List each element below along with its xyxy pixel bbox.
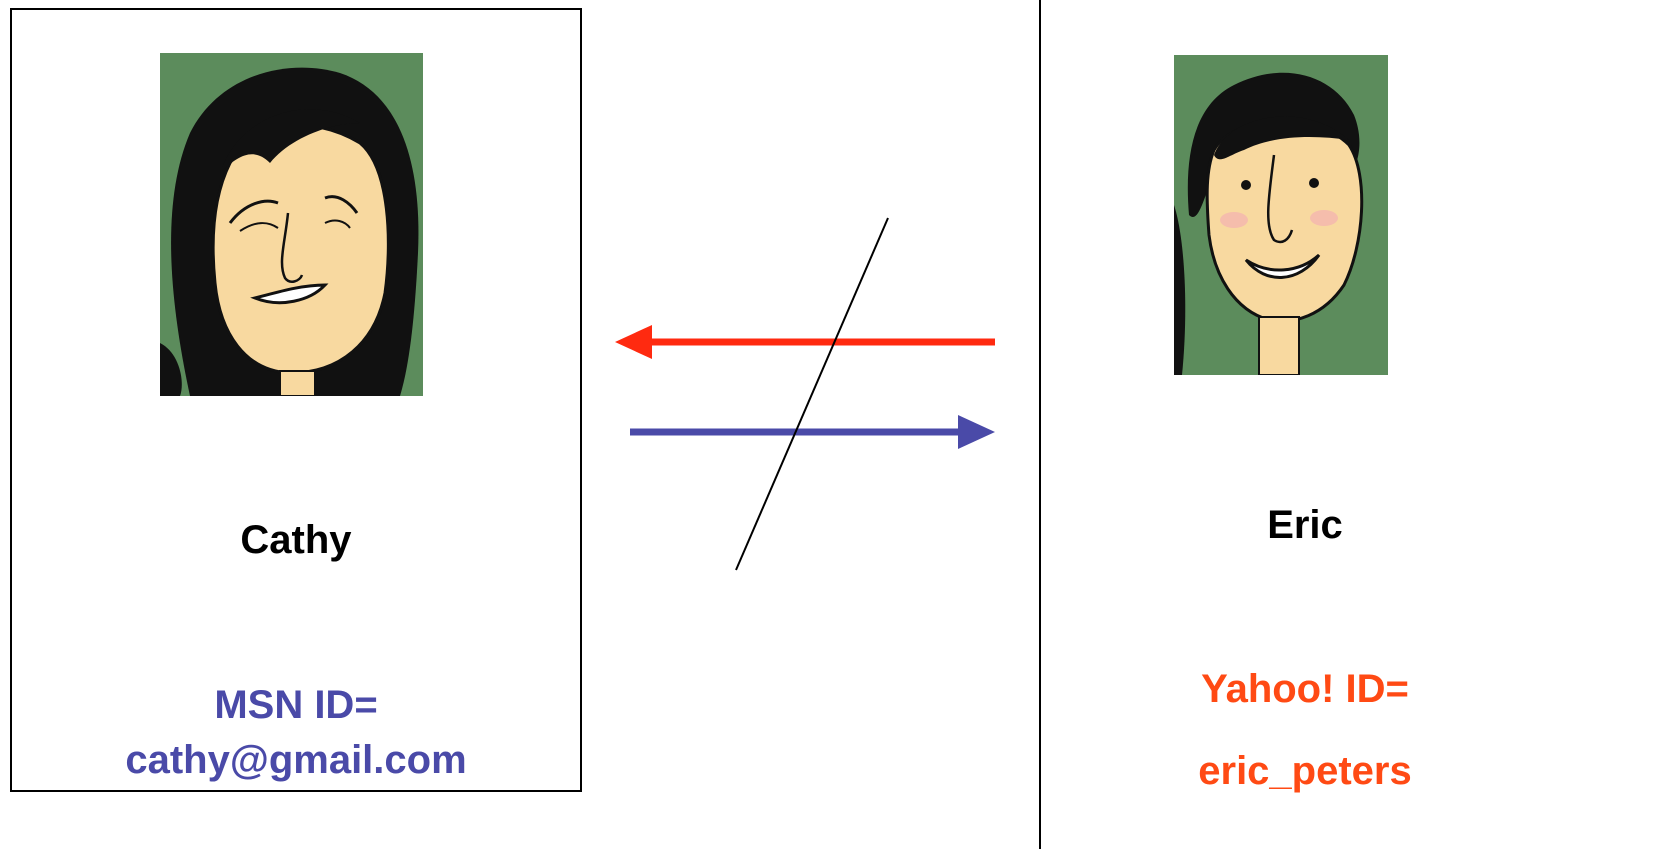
exchange-arrows xyxy=(600,200,1020,605)
blue-arrow-head xyxy=(958,415,995,449)
cathy-panel xyxy=(10,8,582,792)
cathy-msn-id-label: MSN ID= xyxy=(214,683,378,727)
cathy-msn-id-value: cathy@gmail.com xyxy=(125,738,467,782)
cathy-portrait xyxy=(160,53,423,396)
cathy-name: Cathy xyxy=(240,518,352,562)
red-arrow-head xyxy=(615,325,652,359)
eric-panel-divider xyxy=(1039,0,1041,849)
not-equal-slash xyxy=(735,217,889,571)
eric-yahoo-id-value: eric_peters xyxy=(1198,749,1412,793)
eric-portrait xyxy=(1174,55,1388,375)
eric-name: Eric xyxy=(1267,503,1343,547)
eric-yahoo-id-label: Yahoo! ID= xyxy=(1201,667,1409,711)
